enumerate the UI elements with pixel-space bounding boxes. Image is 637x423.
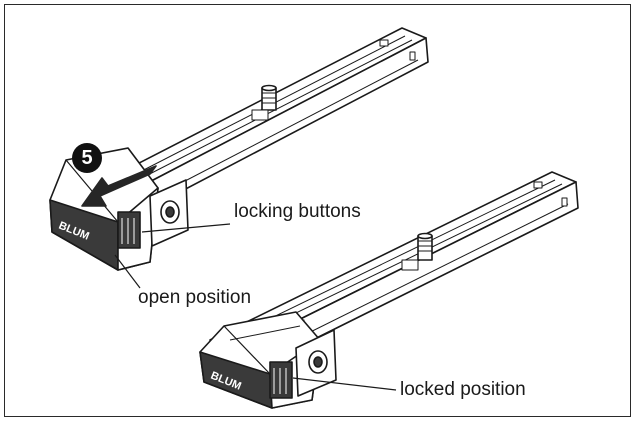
label-locking-buttons: locking buttons xyxy=(234,201,361,222)
leader-locking-buttons xyxy=(141,223,231,233)
label-locked-position: locked position xyxy=(400,379,526,400)
lower-rail xyxy=(199,171,579,409)
label-open-position: open position xyxy=(138,287,252,308)
leader-lines xyxy=(114,223,397,391)
push-arrow-icon xyxy=(81,165,157,207)
step-number-badge: 5 xyxy=(72,143,102,173)
upper-threaded-post xyxy=(251,84,277,121)
lower-threaded-post xyxy=(401,232,433,271)
leader-open-position xyxy=(114,254,141,289)
leader-locked-position xyxy=(292,377,397,391)
upper-rail xyxy=(49,27,429,271)
